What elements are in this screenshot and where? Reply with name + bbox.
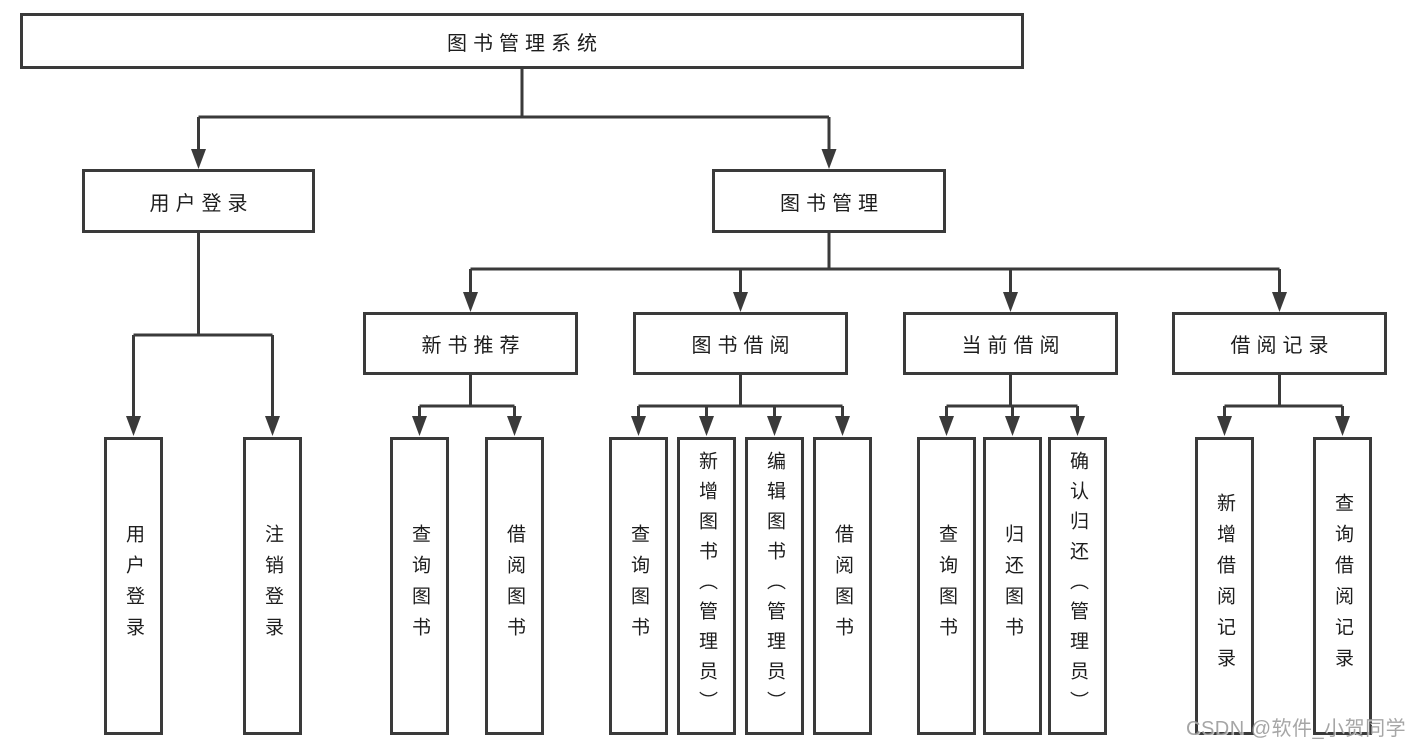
leaf-records-add: 新增借阅记录 bbox=[1195, 437, 1254, 735]
leaf-borrow-add-admin-label: 新增图书（管理员） bbox=[696, 451, 717, 721]
leaf-user-login: 用户登录 bbox=[104, 437, 163, 735]
leaf-current-return: 归还图书 bbox=[983, 437, 1042, 735]
leaf-newbooks-query-label: 查询图书 bbox=[409, 524, 430, 648]
node-root: 图书管理系统 bbox=[20, 13, 1024, 69]
node-book-borrow-label: 图书借阅 bbox=[691, 335, 796, 357]
node-current-borrow: 当前借阅 bbox=[903, 312, 1118, 375]
leaf-newbooks-query: 查询图书 bbox=[390, 437, 449, 735]
leaf-logout-label: 注销登录 bbox=[262, 524, 283, 648]
leaf-current-query-label: 查询图书 bbox=[936, 524, 957, 648]
leaf-current-confirm-admin-label: 确认归还（管理员） bbox=[1067, 451, 1088, 721]
leaf-current-return-label: 归还图书 bbox=[1002, 524, 1023, 648]
node-user-login-label: 用户登录 bbox=[149, 192, 254, 215]
leaf-borrow-edit-admin: 编辑图书（管理员） bbox=[745, 437, 804, 735]
node-borrow-records-label: 借阅记录 bbox=[1230, 335, 1335, 357]
leaf-borrow-borrow: 借阅图书 bbox=[813, 437, 872, 735]
leaf-current-confirm-admin: 确认归还（管理员） bbox=[1048, 437, 1107, 735]
node-book-management: 图书管理 bbox=[712, 169, 946, 233]
csdn-watermark: CSDN @软件_小贺同学 bbox=[1186, 718, 1405, 740]
leaf-records-add-label: 新增借阅记录 bbox=[1214, 493, 1235, 679]
leaf-newbooks-borrow-label: 借阅图书 bbox=[504, 524, 525, 648]
leaf-current-query: 查询图书 bbox=[917, 437, 976, 735]
leaf-borrow-add-admin: 新增图书（管理员） bbox=[677, 437, 736, 735]
leaf-records-query: 查询借阅记录 bbox=[1313, 437, 1372, 735]
node-book-management-label: 图书管理 bbox=[780, 192, 884, 215]
node-current-borrow-label: 当前借阅 bbox=[961, 335, 1066, 357]
node-root-label: 图书管理系统 bbox=[447, 32, 603, 55]
node-new-book-recommend-label: 新书推荐 bbox=[421, 335, 526, 357]
leaf-user-login-label: 用户登录 bbox=[123, 524, 144, 648]
node-user-login: 用户登录 bbox=[82, 169, 315, 233]
node-book-borrow: 图书借阅 bbox=[633, 312, 848, 375]
leaf-newbooks-borrow: 借阅图书 bbox=[485, 437, 544, 735]
leaf-records-query-label: 查询借阅记录 bbox=[1332, 493, 1353, 679]
node-borrow-records: 借阅记录 bbox=[1172, 312, 1387, 375]
node-new-book-recommend: 新书推荐 bbox=[363, 312, 578, 375]
leaf-borrow-edit-admin-label: 编辑图书（管理员） bbox=[764, 451, 785, 721]
leaf-borrow-query-label: 查询图书 bbox=[628, 524, 649, 648]
leaf-borrow-borrow-label: 借阅图书 bbox=[832, 524, 853, 648]
leaf-logout: 注销登录 bbox=[243, 437, 302, 735]
leaf-borrow-query: 查询图书 bbox=[609, 437, 668, 735]
